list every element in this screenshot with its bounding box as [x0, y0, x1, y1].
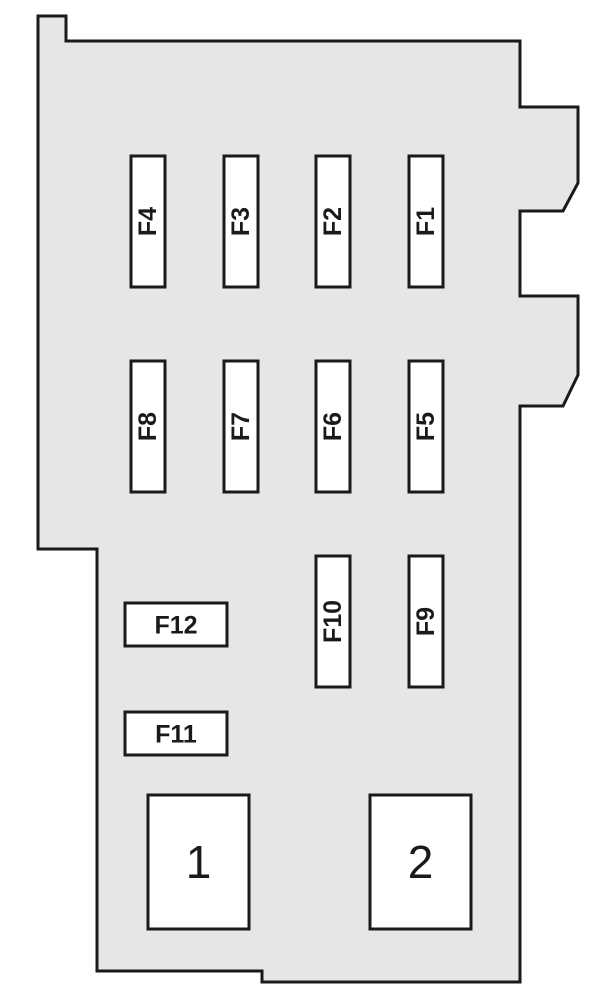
- fuse-box-housing: [36, 14, 580, 984]
- fuse-f6: F6: [314, 359, 352, 494]
- fuse-f9: F9: [407, 554, 445, 689]
- fuse-f4: F4: [129, 154, 167, 289]
- fuse-f1: F1: [407, 154, 445, 289]
- fuse-f12: F12: [123, 601, 229, 648]
- fuse-f8: F8: [129, 359, 167, 494]
- relay-1-label: 1: [186, 836, 212, 888]
- fuse-f7: F7: [222, 359, 260, 494]
- fuse-f10: F10: [314, 554, 352, 689]
- relay-2: 2: [368, 793, 473, 931]
- fuse-f6-label: F6: [319, 412, 347, 441]
- fuse-f8-label: F8: [134, 412, 162, 441]
- fuse-f1-label: F1: [412, 207, 440, 236]
- fuse-f3-label: F3: [227, 207, 255, 236]
- fuse-f11: F11: [123, 710, 229, 757]
- fuse-f9-label: F9: [412, 607, 440, 636]
- fuse-f2-label: F2: [319, 207, 347, 236]
- fuse-f10-label: F10: [319, 600, 347, 643]
- fuse-f4-label: F4: [134, 207, 162, 236]
- fuse-f2: F2: [314, 154, 352, 289]
- fuse-f5-label: F5: [412, 412, 440, 441]
- relay-2-label: 2: [408, 836, 434, 888]
- fuse-f11-label: F11: [155, 721, 197, 749]
- relay-1: 1: [146, 793, 251, 931]
- fuse-f12-label: F12: [154, 612, 197, 640]
- fuse-f3: F3: [222, 154, 260, 289]
- fuse-f7-label: F7: [227, 412, 255, 441]
- fuse-f5: F5: [407, 359, 445, 494]
